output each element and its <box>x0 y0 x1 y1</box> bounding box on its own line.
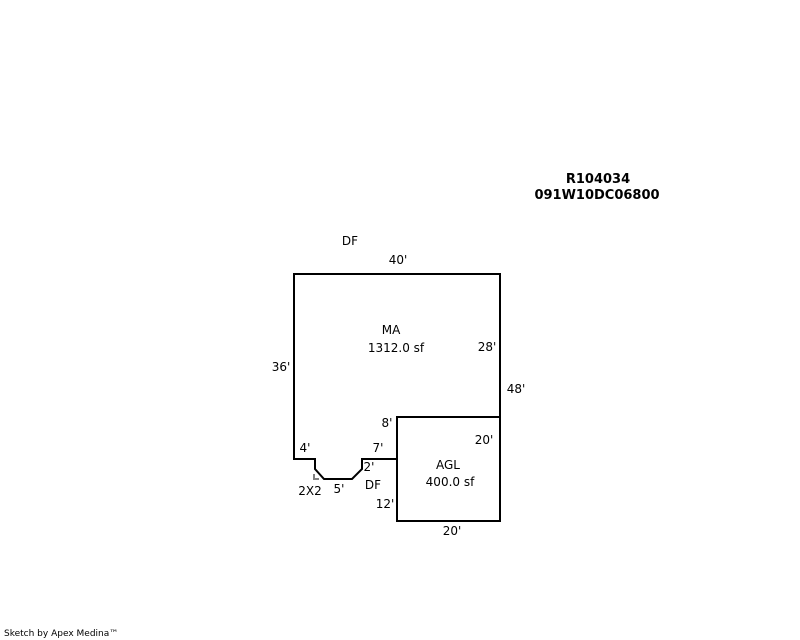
dim-overall-right: 48' <box>507 382 526 396</box>
dim-garage-bottom: 20' <box>443 524 462 538</box>
bay-corner-mark <box>313 474 319 480</box>
main-area-code: MA <box>382 323 401 337</box>
garage-outline <box>396 416 501 522</box>
dim-main-left: 36' <box>272 360 291 374</box>
bay-label: 2X2 <box>298 484 322 498</box>
dim-garage-left: 12' <box>376 497 395 511</box>
df-label-top: DF <box>342 234 358 248</box>
dim-ledge: 7' <box>373 441 384 455</box>
account-number: R104034 <box>566 172 630 187</box>
dim-notch-bottom: 5' <box>334 482 345 496</box>
dim-notch-left: 4' <box>300 441 311 455</box>
dim-garage-right: 20' <box>475 433 494 447</box>
sketch-credit: Sketch by Apex Medina™ <box>4 629 118 639</box>
dim-notch-right: 2' <box>364 460 375 474</box>
main-area-size: 1312.0 sf <box>368 341 425 355</box>
garage-code: AGL <box>436 458 460 472</box>
dim-main-right: 28' <box>478 340 497 354</box>
map-number: 091W10DC06800 <box>534 188 659 203</box>
dim-step: 8' <box>382 416 393 430</box>
garage-size: 400.0 sf <box>426 475 475 489</box>
df-label-notch: DF <box>365 478 381 492</box>
dim-main-top: 40' <box>389 253 408 267</box>
